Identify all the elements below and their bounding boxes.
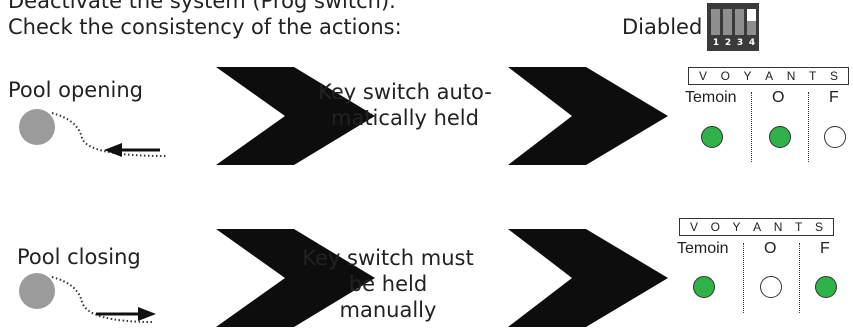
arrow-icon	[490, 67, 668, 165]
led-o	[769, 126, 791, 148]
dip-switch-3	[735, 9, 744, 35]
led-temoin	[701, 126, 723, 148]
voyants-letter: O	[720, 69, 730, 83]
voyants-letter: V	[690, 220, 699, 234]
key-switch-manual-text: Key switch must be held manually	[302, 246, 474, 322]
voyants-header: V O Y A N T S	[688, 67, 849, 85]
dip-switch-number: 2	[724, 38, 732, 48]
voyant-label-f: F	[829, 89, 839, 106]
voyant-divider	[743, 243, 744, 313]
dip-switch-label: Diabled	[622, 15, 703, 39]
voyants-letter: S	[814, 220, 823, 234]
voyants-letter: N	[773, 220, 783, 234]
voyants-letter: S	[829, 69, 838, 83]
dip-switch-4-knob	[747, 9, 756, 21]
voyants-letter: A	[765, 69, 774, 83]
led-f	[815, 276, 837, 298]
voyant-divider	[808, 92, 809, 162]
pool-opening-icon	[19, 109, 167, 157]
dip-switch-4	[747, 9, 756, 35]
dip-switch-icon: 1 2 3 4	[707, 3, 759, 51]
dip-switch-2	[723, 9, 732, 35]
arrow-icon	[188, 229, 375, 327]
arrow-icon	[188, 67, 375, 165]
led-temoin	[693, 276, 715, 298]
pool-closing-icon	[19, 273, 156, 323]
voyants-letter: V	[699, 69, 708, 83]
voyant-divider	[799, 243, 800, 313]
voyant-label-o: O	[772, 89, 785, 106]
voyant-divider	[751, 92, 752, 162]
key-switch-auto-text: Key switch auto-matically held	[318, 80, 492, 130]
voyants-letter: T	[795, 220, 803, 234]
voyants-letter: Y	[732, 220, 741, 234]
voyant-label-temoin: Temoin	[677, 240, 729, 257]
voyants-letter: T	[809, 69, 817, 83]
dip-switch-number: 4	[748, 38, 756, 48]
voyants-letter: O	[710, 220, 720, 234]
voyant-label-o: O	[764, 240, 777, 257]
instruction-line-2: Check the consistency of the actions:	[8, 15, 402, 39]
pool-closing-label: Pool closing	[17, 245, 141, 269]
arrow-icon	[490, 229, 668, 327]
voyant-label-temoin: Temoin	[685, 89, 737, 106]
voyants-letter: N	[786, 69, 796, 83]
led-f	[824, 126, 846, 148]
dip-switch-1	[711, 9, 720, 35]
voyants-letter: A	[753, 220, 762, 234]
dip-switch-number: 3	[736, 38, 744, 48]
voyants-letter: Y	[743, 69, 752, 83]
pool-opening-label: Pool opening	[8, 78, 144, 102]
led-o	[760, 276, 782, 298]
dip-switch-number: 1	[712, 38, 720, 48]
voyant-label-f: F	[820, 240, 830, 257]
instruction-line-1: Deactivate the system (Prog switch).	[8, 0, 396, 13]
voyants-header: V O Y A N T S	[679, 218, 834, 236]
